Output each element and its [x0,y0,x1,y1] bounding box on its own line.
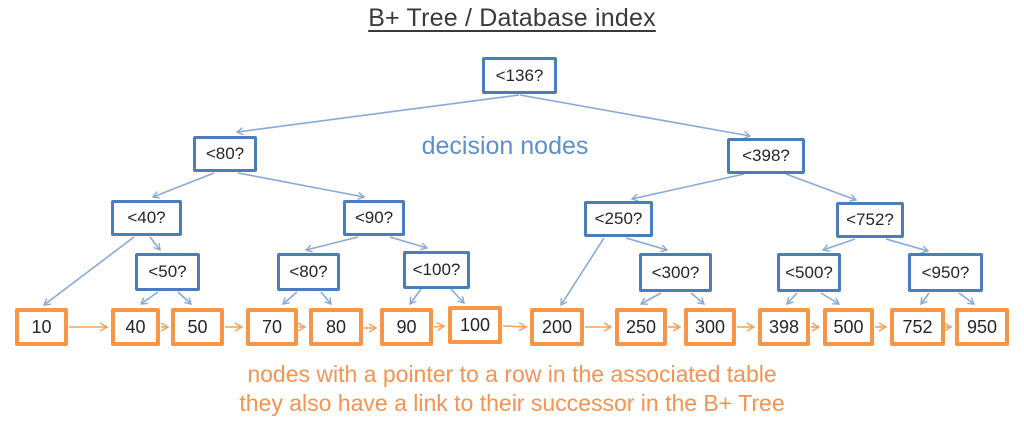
edge-line [641,292,662,304]
leaf-node-50: 50 [171,308,224,346]
edge-line [921,292,930,304]
edge-line [958,292,974,304]
edge-line [283,291,298,304]
leaf-node-200: 200 [530,308,584,346]
leaf-node-300: 300 [684,308,736,346]
edge-line [433,326,444,327]
decision-node-lt136: <136? [482,57,557,94]
edge-line [237,172,364,197]
decision-node-lt100: <100? [403,251,470,289]
edge-line [320,291,331,304]
edge-line [632,173,745,199]
edge-line [561,237,605,305]
decision-node-lt90: <90? [343,200,405,236]
edge-line [690,292,704,304]
decision-node-lt300: <300? [639,253,712,292]
leaf-caption-line2: they also have a link to their successor… [239,390,785,416]
leaf-node-752: 752 [890,308,945,346]
edge-line [410,288,422,304]
decision-node-lt500: <500? [777,253,841,292]
edge-line [44,236,135,305]
successor-edges [69,326,951,328]
decision-node-lt80: <80? [193,136,257,172]
decision-node-lt752: <752? [836,202,904,238]
leaf-caption-line1: nodes with a pointer to a row in the ass… [247,361,777,387]
decision-nodes-annotation: decision nodes [421,132,589,160]
edge-line [389,236,427,248]
edge-line [237,94,520,132]
edge-line [153,172,215,197]
edge-line [885,238,928,251]
leaf-node-80: 80 [309,308,363,346]
leaf-node-40: 40 [111,308,160,346]
leaf-node-10: 10 [15,308,68,346]
leaf-node-100: 100 [448,306,502,344]
decision-edges [44,94,974,305]
edge-line [450,288,464,303]
edge-line [785,173,856,200]
decision-node-lt250: <250? [584,201,653,237]
edge-line [787,292,798,304]
edge-line [306,236,359,250]
decision-node-lt40: <40? [111,200,182,236]
decision-node-lt80b: <80? [277,253,340,291]
edge-line [823,238,856,250]
edge-line [149,236,160,250]
leaf-node-250: 250 [615,308,667,346]
edge-line [502,326,526,327]
leaf-node-500: 500 [823,308,874,346]
leaf-node-398: 398 [758,308,810,346]
decision-node-lt50: <50? [135,253,200,291]
page-title: B+ Tree / Database index [368,4,656,32]
leaf-node-70: 70 [246,308,298,346]
decision-node-lt398: <398? [727,138,805,174]
edge-line [820,292,839,304]
leaf-node-90: 90 [380,308,433,346]
edge-line [519,94,750,136]
decision-node-lt950: <950? [908,253,983,292]
edge-line [141,291,159,304]
edge-line [625,237,667,250]
leaf-node-950: 950 [955,308,1009,346]
edge-line [177,291,191,304]
